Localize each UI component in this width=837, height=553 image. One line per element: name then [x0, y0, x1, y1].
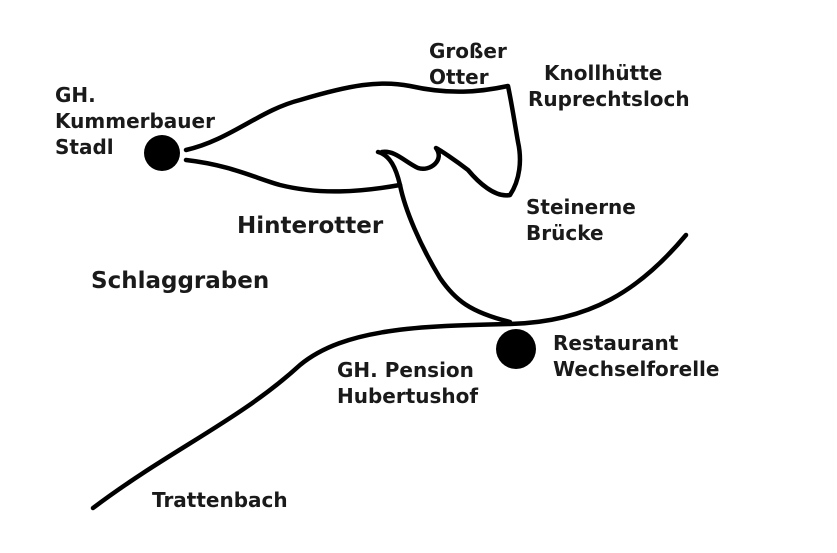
- grosser-otter-label: Großer Otter: [429, 39, 507, 89]
- kummerbauer-label: GH. Kummerbauer Stadl: [55, 83, 215, 159]
- trattenbach-label: Trattenbach: [152, 488, 288, 512]
- restaurant-marker: [496, 329, 536, 369]
- upper-loop-path: [183, 81, 523, 198]
- lower-path-from-kummerbauer: [183, 157, 403, 194]
- hubertushof-label: GH. Pension Hubertushof: [337, 358, 479, 408]
- steinerne-bruecke-label: Steinerne Brücke: [526, 195, 636, 245]
- restaurant-label: Restaurant Wechselforelle: [553, 331, 720, 381]
- kummerbauer-marker: [144, 135, 180, 171]
- schlaggraben-label: Schlaggraben: [91, 268, 270, 294]
- hinterotter-label: Hinterotter: [237, 213, 384, 239]
- hinterotter-path: [375, 149, 513, 325]
- main-valley-road: [90, 232, 689, 511]
- knollhuette-label: Knollhütte Ruprechtsloch: [528, 61, 690, 111]
